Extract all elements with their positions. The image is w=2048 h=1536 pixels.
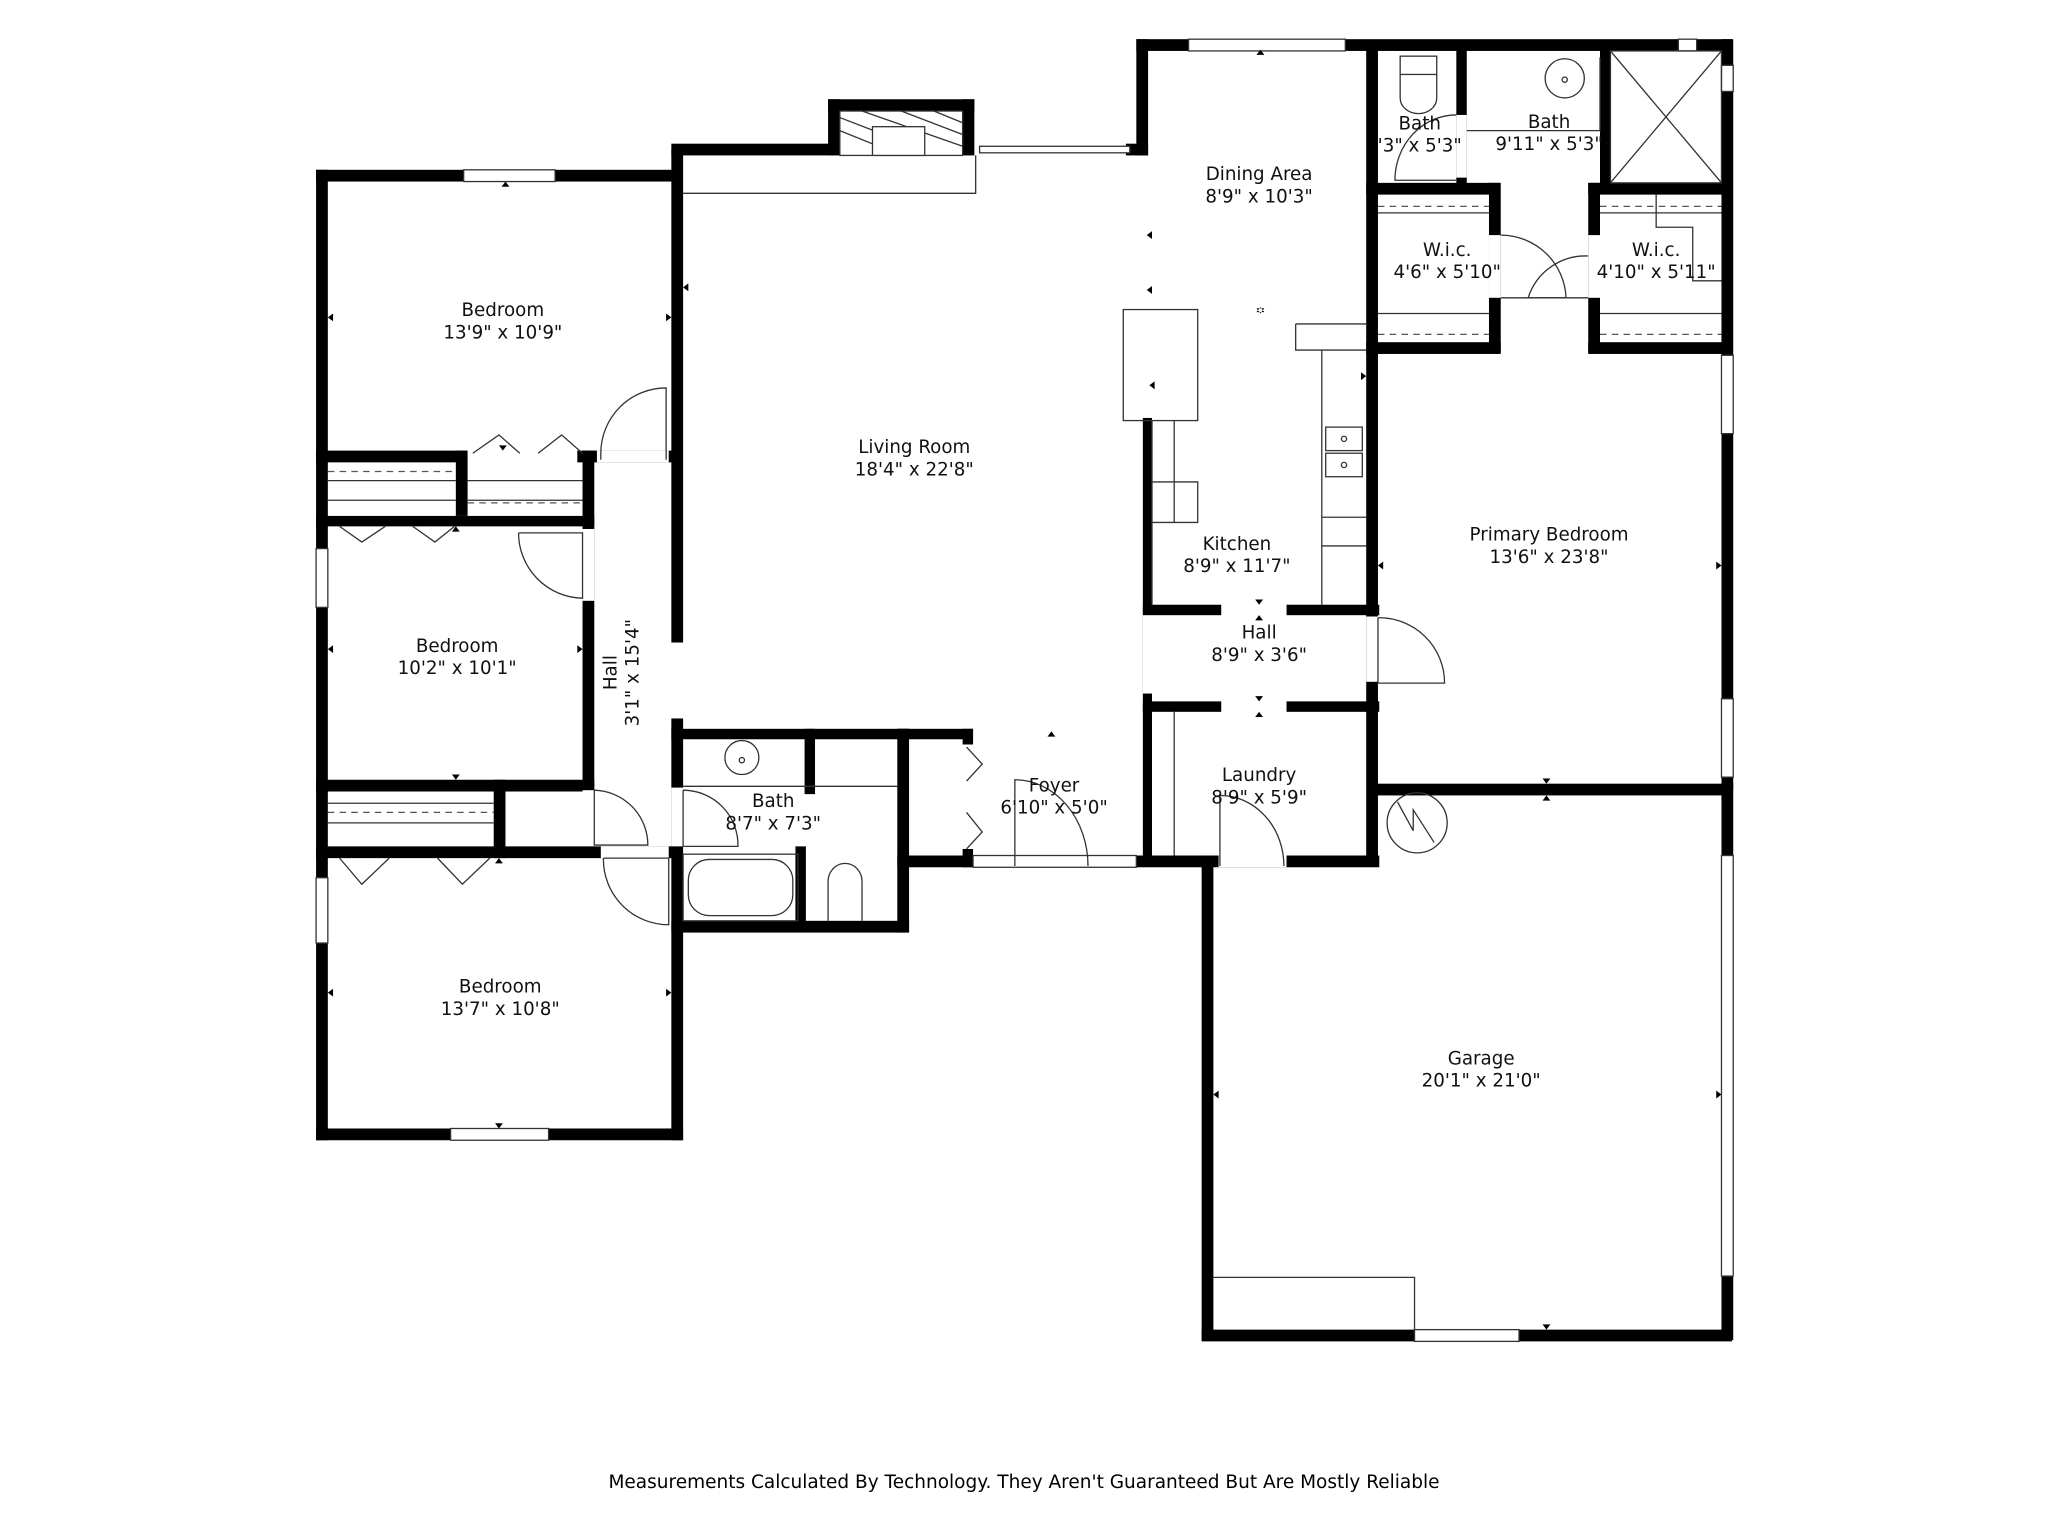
- room-bedroom-3: Bedroom 13'7" x 10'8": [441, 977, 560, 1020]
- room-dimensions: 6'10" x 5'0": [1000, 798, 1107, 819]
- walls: [316, 39, 1734, 1342]
- window-icon: [449, 1127, 550, 1141]
- door-swing-icon: [600, 387, 667, 460]
- room-name: Bedroom: [459, 977, 542, 998]
- door-swing-icon: [1394, 114, 1457, 181]
- door-swing-icon: [517, 532, 584, 599]
- door-openings: [582, 114, 1600, 868]
- room-name: Hall: [1242, 623, 1277, 644]
- window-icon: [1720, 354, 1734, 435]
- window-icon: [463, 169, 556, 183]
- room-name: W.i.c.: [1423, 240, 1472, 261]
- room-dimensions: 9'11" x 5'3": [1495, 134, 1602, 155]
- room-hall-vertical: Hall 3'1" x 15'4": [600, 619, 643, 726]
- bifold-closet-door-icon: [966, 746, 984, 850]
- room-name: Kitchen: [1203, 534, 1272, 555]
- room-name: Bath: [1399, 113, 1441, 134]
- bifold-closet-door-icon: [472, 434, 583, 454]
- window-icon: [1677, 38, 1698, 52]
- room-name: Primary Bedroom: [1470, 525, 1629, 546]
- room-hall-kitchen: Hall 8'9" x 3'6": [1211, 623, 1307, 666]
- room-wic-right: W.i.c. 4'10" x 5'11": [1597, 240, 1716, 283]
- room-name: Hall: [600, 655, 621, 690]
- room-name: Garage: [1448, 1048, 1515, 1069]
- door-swing-icon: [593, 789, 649, 846]
- room-dimensions: 8'9" x 10'3": [1205, 186, 1312, 207]
- window-icon: [1720, 64, 1734, 93]
- window-icon: [315, 547, 329, 608]
- toilet-icon: [1399, 55, 1438, 115]
- room-dimensions: '3" x 5'3": [1378, 136, 1462, 157]
- window-icon: [1187, 38, 1346, 52]
- windows: [315, 38, 1734, 1343]
- room-dimensions: 13'9" x 10'9": [443, 322, 562, 343]
- room-name: Laundry: [1222, 765, 1297, 786]
- water-heater-icon: [1386, 792, 1448, 854]
- room-bath-primary: Bath 9'11" x 5'3": [1495, 112, 1602, 155]
- room-name: Bath: [752, 791, 794, 812]
- room-name: Foyer: [1029, 776, 1080, 797]
- room-dimensions: 4'10" x 5'11": [1597, 262, 1716, 283]
- room-dimensions: 18'4" x 22'8": [855, 459, 974, 480]
- room-dimensions: 13'7" x 10'8": [441, 999, 560, 1020]
- room-primary-bedroom: Primary Bedroom 13'6" x 23'8": [1470, 525, 1629, 568]
- room-dimensions: 3'1" x 15'4": [623, 619, 644, 726]
- room-kitchen: Kitchen 8'9" x 11'7": [1183, 534, 1290, 577]
- kitchen-sink-icon: [1325, 426, 1363, 478]
- shower-icon: [1609, 50, 1723, 184]
- room-dimensions: 20'1" x 21'0": [1422, 1071, 1541, 1092]
- room-bedroom-2: Bedroom 10'2" x 10'1": [398, 636, 517, 679]
- room-foyer: Foyer 6'10" x 5'0": [1000, 776, 1107, 819]
- room-dimensions: 8'9" x 3'6": [1211, 645, 1307, 666]
- door-swing-icon: [1014, 779, 1089, 866]
- door-swing-icon: [1500, 234, 1567, 299]
- bathtub-icon: [682, 853, 799, 922]
- fireplace-icon: [839, 110, 964, 157]
- room-name: Living Room: [858, 437, 970, 458]
- room-living-room: Living Room 18'4" x 22'8": [855, 437, 974, 480]
- sink-icon: [683, 739, 898, 787]
- room-dimensions: 4'6" x 5'10": [1393, 262, 1500, 283]
- bifold-closet-door-icon: [339, 857, 491, 886]
- door-swing-icon: [682, 789, 739, 848]
- room-bedroom-1: Bedroom 13'9" x 10'9": [443, 300, 562, 343]
- room-dining-area: Dining Area 8'9" x 10'3": [1205, 164, 1312, 207]
- room-dimensions: 13'6" x 23'8": [1490, 547, 1609, 568]
- room-dimensions: 10'2" x 10'1": [398, 658, 517, 679]
- door-swing-icon: [1377, 617, 1446, 684]
- room-name: Bath: [1528, 112, 1570, 133]
- door-swing-icon: [1219, 794, 1285, 866]
- window-icon: [1720, 854, 1734, 1277]
- door-swings: [339, 114, 1589, 926]
- room-wic-left: W.i.c. 4'6" x 5'10": [1393, 240, 1500, 283]
- room-laundry: Laundry 8'9" x 5'9": [1211, 765, 1307, 808]
- room-bath-hall: Bath 8'7" x 7'3": [725, 791, 821, 834]
- fixtures: [327, 50, 1723, 1330]
- toilet-icon: [827, 862, 863, 921]
- room-garage: Garage 20'1" x 21'0": [1422, 1048, 1541, 1091]
- bifold-closet-door-icon: [339, 525, 455, 543]
- room-bath-small: Bath '3" x 5'3": [1378, 113, 1462, 156]
- room-labels: Bedroom 13'9" x 10'9" Bedroom 10'2" x 10…: [398, 112, 1716, 1092]
- room-name: W.i.c.: [1632, 240, 1681, 261]
- room-dimensions: 8'7" x 7'3": [725, 813, 821, 834]
- sink-icon: [1466, 57, 1601, 132]
- room-name: Dining Area: [1206, 164, 1313, 185]
- room-name: Bedroom: [416, 636, 499, 657]
- door-swing-icon: [602, 857, 670, 926]
- measurement-disclaimer: Measurements Calculated By Technology. T…: [608, 1472, 1440, 1493]
- window-icon: [1720, 698, 1734, 778]
- room-dimensions: 8'9" x 11'7": [1183, 556, 1290, 577]
- window-icon: [315, 877, 329, 944]
- window-icon: [1413, 1328, 1520, 1343]
- door-swing-icon: [1527, 255, 1589, 299]
- room-dimensions: 8'9" x 5'9": [1211, 787, 1307, 808]
- room-name: Bedroom: [462, 300, 545, 321]
